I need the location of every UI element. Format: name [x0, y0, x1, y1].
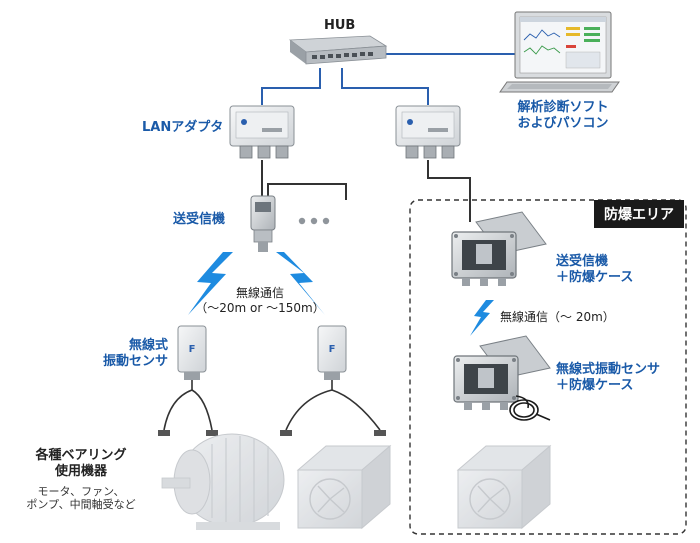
pc-label-line1: 解析診断ソフト: [517, 100, 609, 115]
hub-icon: [288, 35, 388, 65]
lan-adapter-icon-right: [395, 105, 461, 159]
wireless-right-label: 無線通信（～ 20m）: [500, 310, 615, 324]
bearing-label-line4: ポンプ、中間軸受など: [26, 498, 136, 512]
wireless-left-line1: 無線通信: [235, 286, 284, 300]
explosion-zone-tag: 防爆エリア: [594, 200, 684, 228]
svg-text:F: F: [329, 344, 336, 355]
dark-cables: [261, 160, 471, 222]
transceiver-icon: [250, 195, 276, 252]
ex-transceiver-line1: 送受信機: [556, 254, 609, 269]
bearing-label-line3: モータ、ファン、: [37, 484, 125, 498]
ex-sensor-label: 無線式振動センサ ＋防爆ケース: [556, 362, 660, 395]
bearing-label-line1: 各種ベアリング: [35, 448, 127, 463]
svg-text:F: F: [189, 344, 196, 355]
lan-adapter-label: LANアダプタ: [142, 120, 224, 135]
explosion-zone-border: [409, 199, 687, 535]
lan-adapter-icon-left: [229, 105, 295, 159]
pc-label: 解析診断ソフト およびパソコン: [508, 100, 618, 133]
ex-transceiver-label: 送受信機 ＋防爆ケース: [556, 254, 633, 287]
vibration-sensor-icon-2: F: [280, 325, 386, 436]
pc-label-line2: およびパソコン: [517, 116, 609, 132]
sensor-label-line1: 無線式: [128, 338, 168, 353]
sensor-label: 無線式 振動センサ: [92, 338, 168, 371]
motor-icon: [161, 433, 285, 530]
bearing-label-line2: 使用機器: [54, 464, 107, 480]
explosion-proof-case-icon-sensor: [453, 335, 551, 410]
more-devices-dots: [298, 217, 330, 225]
cable-coil-icon: [509, 395, 551, 421]
fan-unit-icon-right: [456, 444, 552, 530]
wireless-left-line2: （～20m or ～150m）: [195, 301, 325, 315]
transceiver-label: 送受信機: [173, 212, 226, 227]
vibration-sensor-icon-1: F: [158, 325, 218, 436]
hub-label: HUB: [324, 18, 356, 33]
ex-sensor-line1: 無線式振動センサ: [556, 362, 661, 377]
bearing-label: 各種ベアリング 使用機器 モータ、ファン、 ポンプ、中間軸受など: [10, 448, 152, 512]
fan-unit-icon-left: [296, 444, 392, 530]
sensor-label-line2: 振動センサ: [102, 354, 168, 370]
ex-transceiver-line2: ＋防爆ケース: [556, 270, 634, 286]
explosion-proof-case-icon-transceiver: [451, 211, 547, 286]
laptop-icon: [499, 11, 620, 93]
lan-cables: [261, 53, 540, 105]
wireless-bolt-icon-right: [470, 300, 494, 336]
wireless-left-label: 無線通信 （～20m or ～150m）: [190, 286, 330, 316]
ex-sensor-line2: ＋防爆ケース: [556, 378, 634, 394]
